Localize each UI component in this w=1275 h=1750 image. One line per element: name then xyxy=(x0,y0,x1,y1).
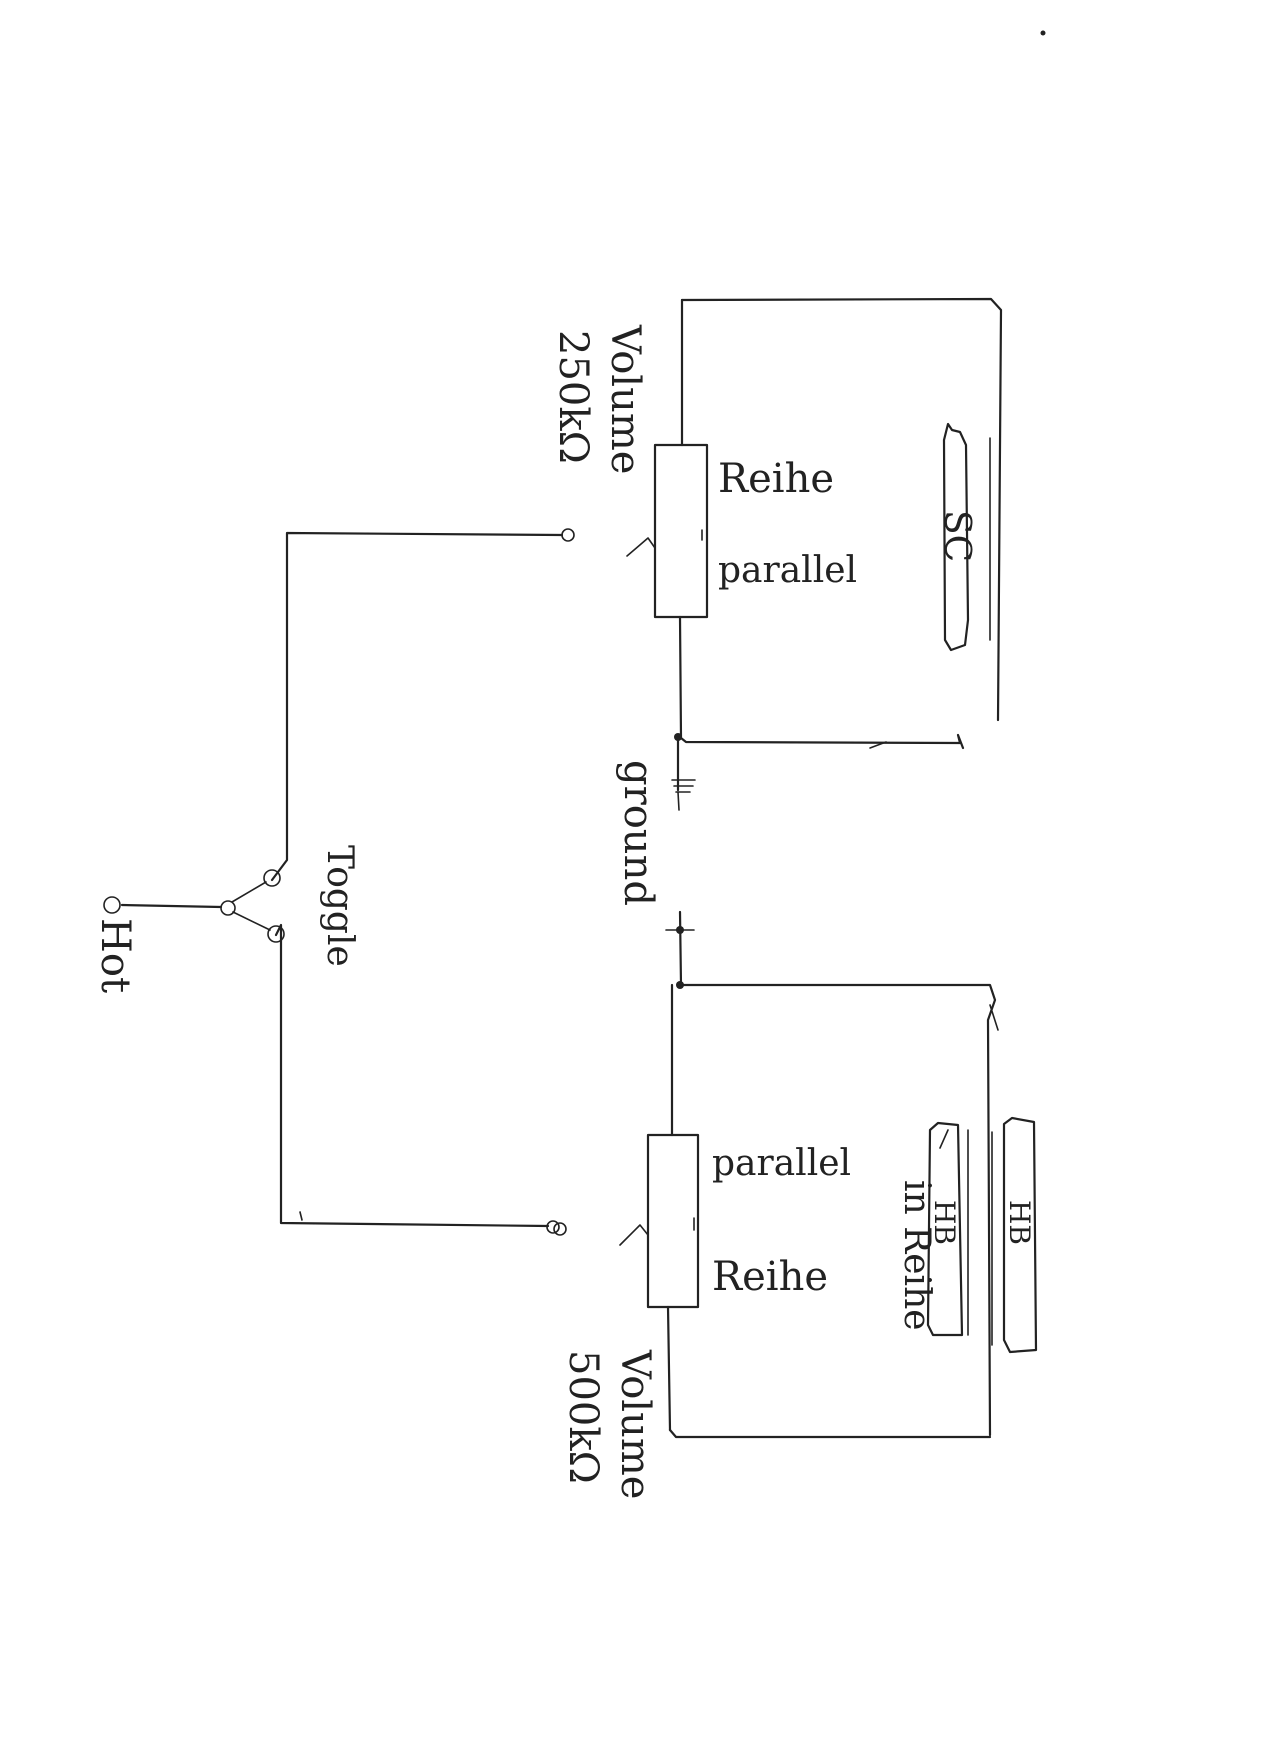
wire-top-loop-upper xyxy=(680,297,1003,722)
wiper-lead-top xyxy=(626,537,656,557)
wire-bottom-loop-upper xyxy=(679,983,997,1437)
label-reihe-bottom: Reihe xyxy=(712,1254,828,1300)
volume-pot-top xyxy=(653,443,709,619)
wire-hot xyxy=(120,903,223,909)
stray-tick xyxy=(299,1211,303,1221)
terminal-bottom-2 xyxy=(553,1222,567,1236)
hot-terminal xyxy=(103,896,121,914)
label-volume-top: Volume xyxy=(602,324,648,474)
toggle-terminal-bottom xyxy=(267,925,285,943)
label-parallel-bottom: parallel xyxy=(712,1143,851,1184)
volume-pot-bottom xyxy=(646,1133,700,1309)
toggle-arm xyxy=(231,881,267,903)
label-reihe-top: Reihe xyxy=(718,456,834,502)
toggle-contact xyxy=(232,911,271,931)
label-toggle: Toggle xyxy=(319,845,360,967)
label-hb-left: HB xyxy=(928,1200,961,1245)
label-value-top: 250kΩ xyxy=(550,330,596,464)
hb-pickup-right xyxy=(1002,1116,1038,1354)
wire-top-loop-lower xyxy=(679,733,965,750)
sc-pickup-shape xyxy=(942,422,970,652)
stray-mark xyxy=(1040,30,1046,36)
pot-bottom-lead-lower xyxy=(666,1305,672,1432)
label-ground: ground xyxy=(615,760,661,906)
label-sc: SC xyxy=(936,510,977,562)
terminal-top xyxy=(561,528,575,542)
toggle-common-terminal xyxy=(220,900,236,916)
label-in-reihe: in Reihe xyxy=(896,1180,937,1331)
ground-lead-bottom xyxy=(678,910,683,987)
wire-bottom-pot-to-toggle xyxy=(274,923,550,1228)
label-hb-right: HB xyxy=(1003,1200,1036,1245)
wire-bottom-corner xyxy=(989,1004,999,1031)
wiper-lead-bottom xyxy=(619,1224,649,1246)
toggle-terminal-top xyxy=(263,869,281,887)
pot-top-lead-lower xyxy=(678,615,683,740)
hb-pickup-left xyxy=(926,1121,964,1337)
wire-top-pot-to-toggle xyxy=(270,531,564,882)
label-value-bottom: 500kΩ xyxy=(560,1350,606,1484)
hb-mark xyxy=(939,1129,949,1149)
label-parallel-top: parallel xyxy=(718,550,857,591)
wire-bottom-loop-lower xyxy=(668,1428,992,1439)
ground-lead-2 xyxy=(677,791,680,811)
stray-stroke xyxy=(869,741,887,749)
label-hot: Hot xyxy=(92,918,138,993)
terminal-bottom-1 xyxy=(546,1220,560,1234)
label-volume-bottom: Volume xyxy=(612,1349,658,1499)
